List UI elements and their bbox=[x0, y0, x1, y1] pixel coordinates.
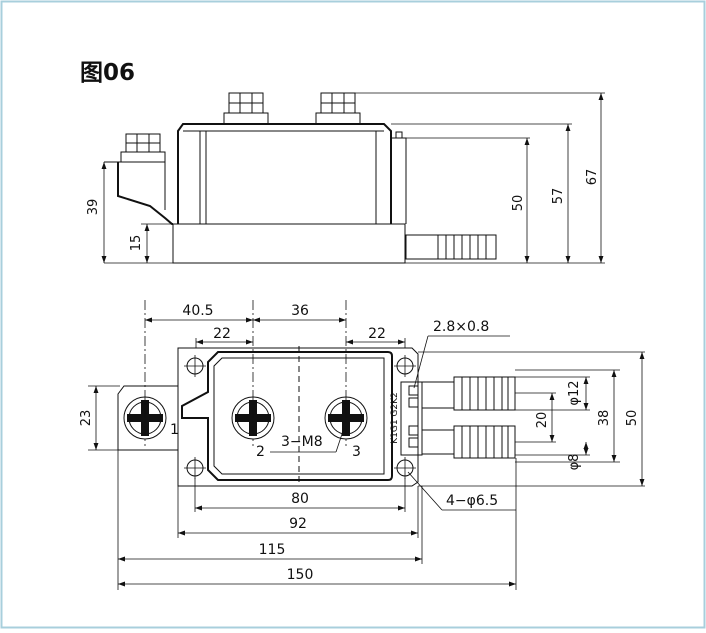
dim-phi12: φ12 bbox=[567, 380, 582, 405]
top-view: 1 2 3 3−M8 K1G1 G2K2 bbox=[79, 300, 645, 590]
mount-hole-bl bbox=[184, 457, 206, 479]
dim-92: 92 bbox=[289, 516, 307, 532]
base-plate bbox=[172, 223, 406, 264]
terminal-size-label: 2.8×0.8 bbox=[433, 319, 489, 335]
dim-150: 150 bbox=[287, 567, 314, 583]
terminal-3-label: 3 bbox=[352, 444, 361, 460]
dim-22-right: 22 bbox=[368, 326, 386, 342]
mount-hole-tr bbox=[394, 355, 416, 377]
dim-115: 115 bbox=[259, 542, 286, 558]
mount-hole-tl bbox=[184, 355, 206, 377]
screws-label: 3−M8 bbox=[281, 434, 323, 450]
dim-23: 23 bbox=[79, 410, 94, 427]
dim-67: 67 bbox=[585, 169, 600, 186]
terminal-2-label: 2 bbox=[256, 444, 265, 460]
dim-57: 57 bbox=[551, 188, 566, 205]
terminal-1-label: 1 bbox=[170, 422, 179, 438]
housing-outline bbox=[181, 351, 393, 481]
screw-right bbox=[315, 92, 361, 125]
figure-title: 图06 bbox=[80, 60, 135, 86]
side-view: 39 15 50 57 67 bbox=[86, 92, 605, 264]
dim-39: 39 bbox=[86, 199, 101, 216]
dim-phi8: φ8 bbox=[567, 454, 582, 471]
screw-left bbox=[120, 133, 166, 163]
screw-middle bbox=[223, 92, 269, 125]
dim-36: 36 bbox=[291, 303, 309, 319]
side-marking: K1G1 G2K2 bbox=[390, 392, 400, 444]
connector-pin-side bbox=[405, 234, 497, 260]
gate-terminal-block: K1G1 G2K2 bbox=[390, 381, 423, 456]
dim-20: 20 bbox=[535, 412, 550, 429]
dim-50-side: 50 bbox=[511, 195, 526, 212]
connector-pin-lower bbox=[421, 425, 516, 459]
dim-22-left: 22 bbox=[213, 326, 231, 342]
connector-pin-upper bbox=[421, 376, 516, 411]
dim-50-top: 50 bbox=[625, 410, 640, 427]
base-outline bbox=[117, 347, 419, 487]
dim-80: 80 bbox=[291, 491, 309, 507]
holes-label: 4−φ6.5 bbox=[446, 493, 498, 509]
dim-40-5: 40.5 bbox=[182, 303, 213, 319]
housing-body bbox=[177, 123, 392, 224]
dim-15: 15 bbox=[129, 235, 144, 252]
dim-38: 38 bbox=[597, 410, 612, 427]
mount-hole-br bbox=[394, 457, 416, 479]
